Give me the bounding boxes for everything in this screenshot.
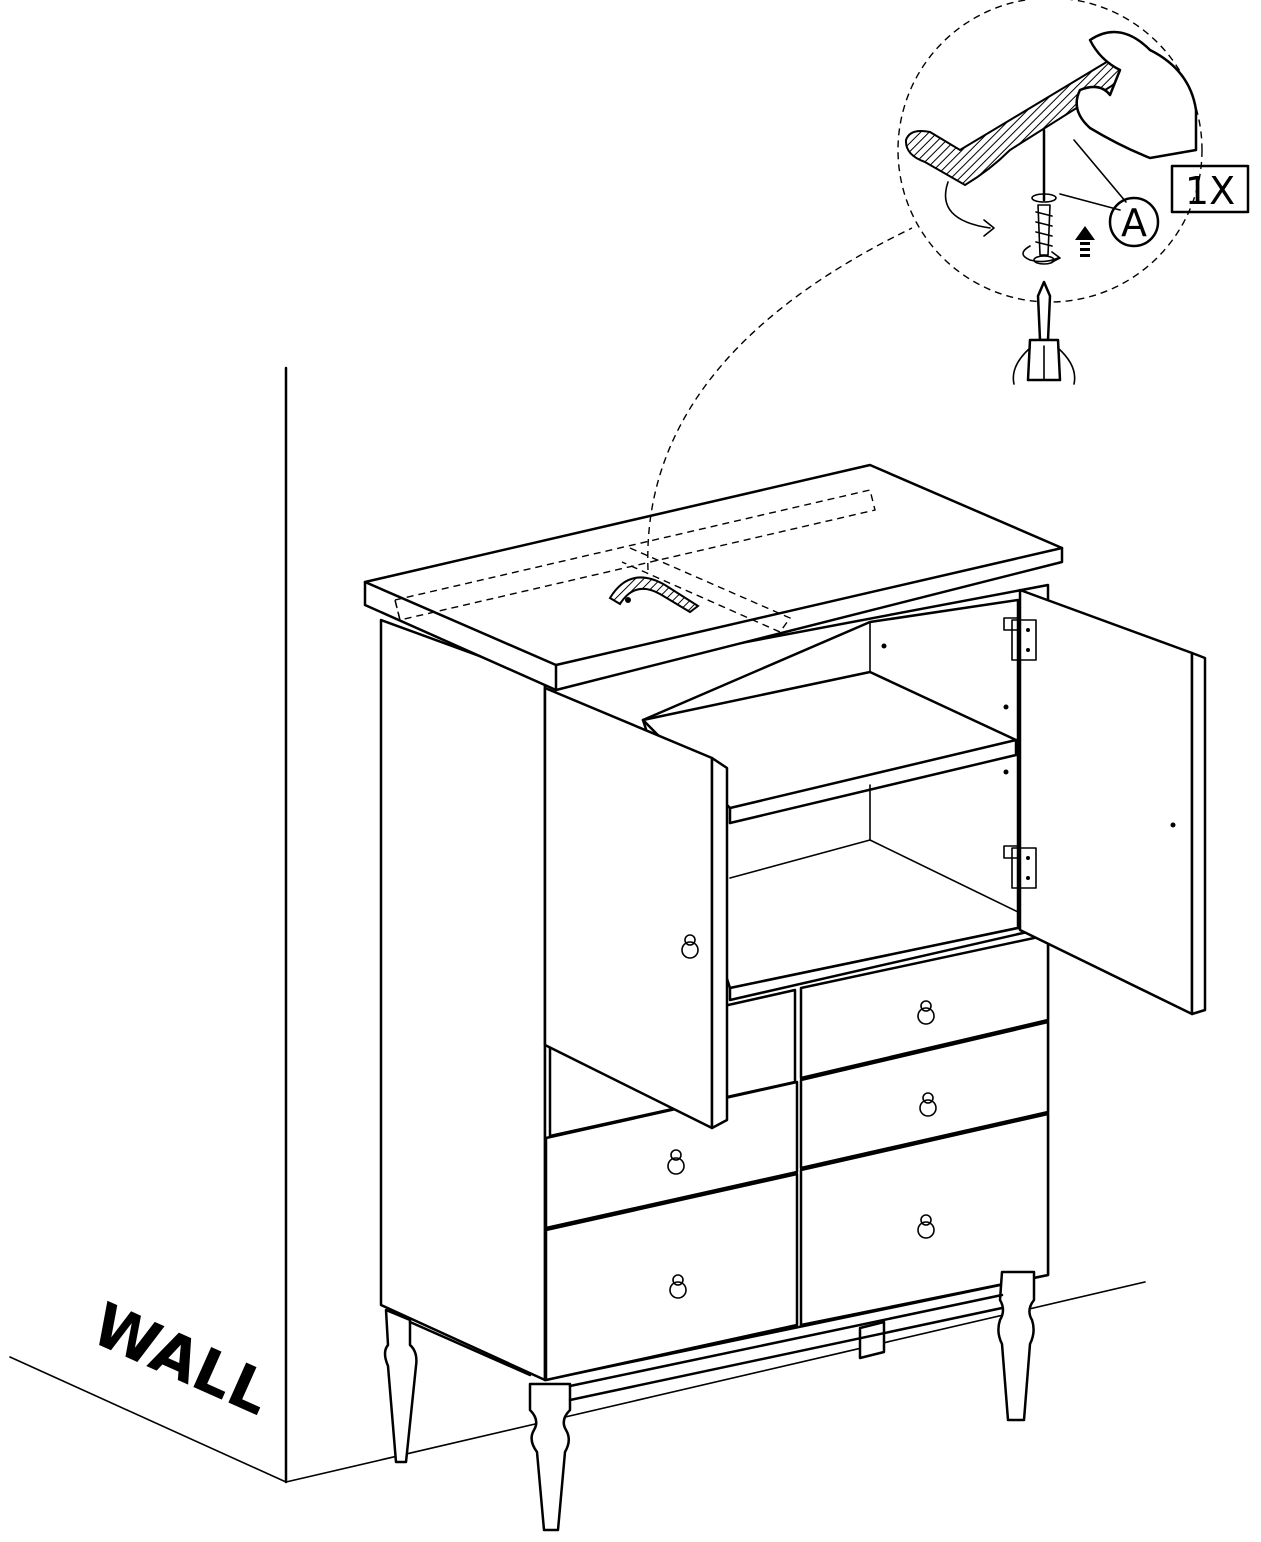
screw-icon [1033,128,1055,265]
part-a-label: A [1121,201,1147,245]
handle-strip [608,576,700,614]
washer-icon [1031,193,1057,203]
drawer-left-3 [544,1172,799,1382]
leg-front-right [997,1270,1036,1422]
quantity-label: 1X [1185,169,1235,213]
drawers [544,933,1050,1382]
callout-arc [647,227,913,571]
cabinet-side-panel [379,618,547,1382]
wall-label: WALL [82,1290,281,1430]
hinge-icon [1003,617,1037,889]
cabinet-top [363,463,1064,692]
left-door [543,686,729,1130]
rotate-arrow-icon [1022,245,1059,263]
quantity-box [1170,164,1250,214]
legs [383,1270,1036,1532]
screwdriver-icon [1012,280,1076,385]
leg-back-left [383,1308,418,1464]
ring-pull-icon [667,1000,937,1299]
leg-back-right [858,1320,886,1360]
right-door [1003,588,1207,1016]
drawer-right-3 [799,1112,1050,1327]
up-arrow-icon [1075,226,1095,257]
leg-front-left [528,1382,572,1532]
part-a-badge [1108,196,1160,248]
drawer-right-1 [799,933,1050,1080]
detail-callout: A 1X [897,0,1250,303]
hand-icon [1075,30,1198,160]
